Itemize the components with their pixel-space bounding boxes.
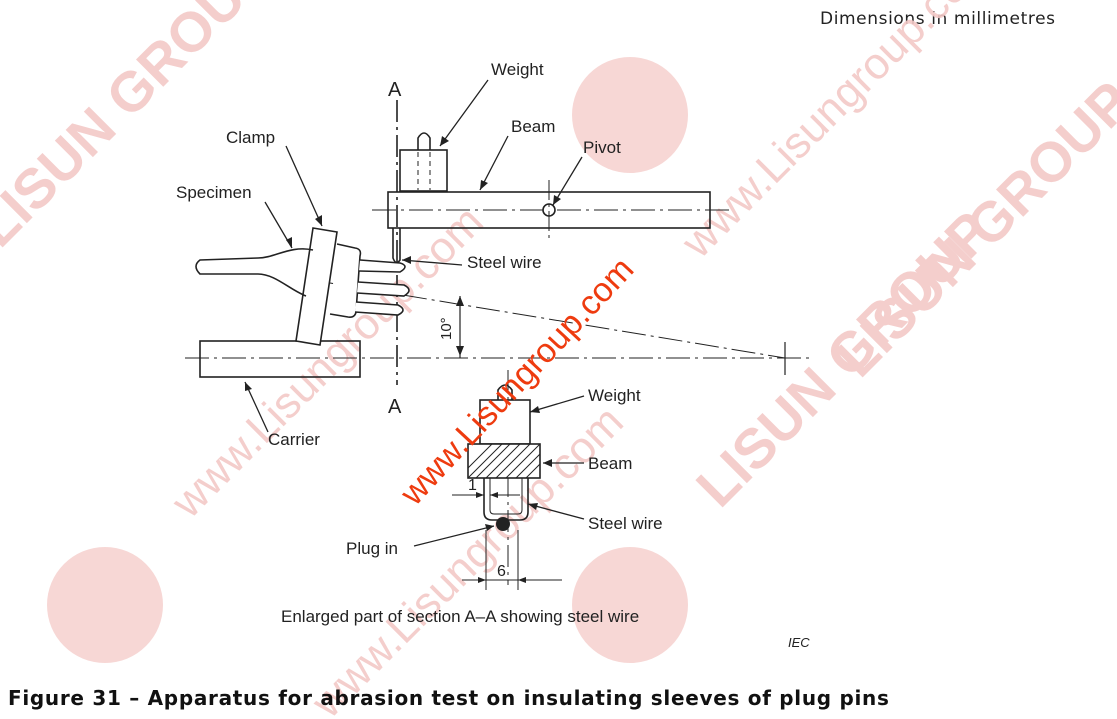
label-beam-section: Beam [588,454,632,473]
watermark-logo-circle [47,547,163,663]
watermark-logo-circle [572,57,688,173]
dimensions-note: Dimensions in millimetres [820,9,1056,29]
leader-carrier [244,381,269,433]
label-pivot: Pivot [583,138,621,157]
label-clamp: Clamp [226,128,275,147]
label-iec: IEC [788,635,810,650]
label-weight-section: Weight [588,386,641,405]
carrier [199,340,361,378]
label-beam-top: Beam [511,117,555,136]
section-weight [479,399,531,445]
leader-clamp [285,145,323,227]
label-plug-in: Plug in [346,539,398,558]
label-steel-wire-section: Steel wire [588,514,663,533]
label-angle: 10° [438,317,455,340]
label-section-a-bottom: A [388,396,402,418]
label-steel-wire-top: Steel wire [467,253,542,272]
leader-pivot [552,156,583,206]
beam-hatching [467,443,541,479]
plug-pin [354,301,404,316]
label-section-caption: Enlarged part of section A–A showing ste… [281,607,639,626]
label-dim-6: 6 [497,563,506,580]
leader-steel-wire-section [527,503,585,520]
leader-plug-in [413,525,495,547]
specimen-cable [195,248,314,297]
watermark-logo-circle [572,547,688,663]
labels: Weight Beam Pivot Clamp Specimen Steel w… [176,60,810,650]
plug-in-dot [496,517,510,531]
plug-pin [356,281,410,297]
plug-pin [358,259,406,273]
leader-beam-top [479,135,509,191]
weight-block [399,149,448,192]
watermark-text: LISUN GROUP [824,69,1117,389]
weight-knob [417,132,431,150]
label-carrier: Carrier [268,430,320,449]
apparatus-drawing [185,79,812,590]
label-dim-1: 1 [468,477,477,494]
leader-weight-section [529,395,585,413]
clamp [295,227,338,346]
figure-caption: Figure 31 – Apparatus for abrasion test … [8,686,890,710]
label-section-a-top: A [388,79,402,101]
label-weight-top: Weight [491,60,544,79]
leader-steel-wire-top [401,259,463,266]
label-specimen: Specimen [176,183,252,202]
leader-weight-top [439,79,489,147]
